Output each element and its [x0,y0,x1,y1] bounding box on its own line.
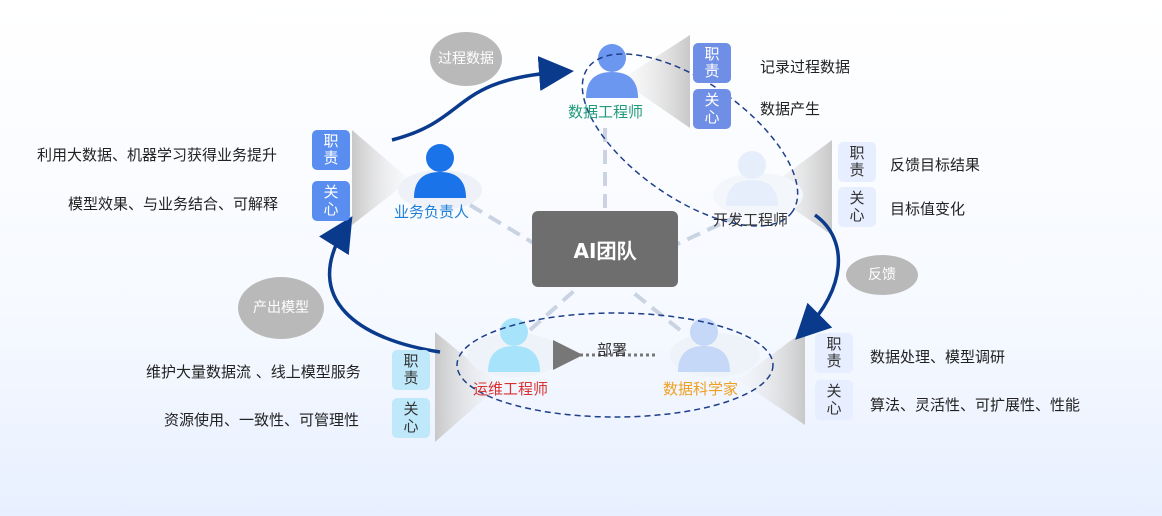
business-role-name: 业务负责人 [394,203,470,221]
business-cone [352,130,410,225]
feedback-arrow [795,213,841,340]
dev-engineer-concern-tag: 关心 [838,187,876,227]
business-concern-text: 模型效果、与业务结合、可解释 [68,195,279,213]
data-scientist-cone [738,330,805,425]
ops-engineer-cone [435,332,500,442]
business-duty-tag: 职责 [312,130,350,170]
ops-engineer-concern-tag: 关心 [392,398,430,438]
dev-engineer-avatar [726,151,778,206]
ops-engineer-avatar [488,318,540,372]
data-engineer-avatar [586,44,638,98]
business-duty-text: 利用大数据、机器学习获得业务提升 [37,146,278,164]
feedback-bubble: 反馈 [846,255,918,295]
dev-engineer-concern-text: 目标值变化 [890,200,966,218]
data-scientist-role-name: 数据科学家 [663,380,739,398]
data-scientist-concern-text: 算法、灵活性、可扩展性、性能 [870,396,1081,414]
data-engineer-duty-tag: 职责 [693,43,731,83]
process-data-bubble: 过程数据 [430,32,502,86]
ops-engineer-role-name: 运维工程师 [473,380,549,398]
ops-engineer-duty-tag: 职责 [392,350,430,390]
data-engineer-concern-tag: 关心 [693,89,731,129]
data-engineer-duty-text: 记录过程数据 [760,58,851,76]
data-scientist-duty-tag: 职责 [815,333,853,373]
ops-engineer-duty-text: 维护大量数据流 、线上模型服务 [146,363,361,381]
data-engineer-cone [620,35,690,128]
dev-engineer-duty-tag: 职责 [838,142,876,182]
data-scientist-duty-text: 数据处理、模型调研 [870,348,1006,366]
data-engineer-role-name: 数据工程师 [568,103,644,121]
business-avatar [414,144,466,198]
ops-engineer-concern-text: 资源使用、一致性、可管理性 [164,411,360,429]
process-data-arrow [391,56,574,142]
business-concern-tag: 关心 [312,181,350,221]
deploy-label: 部署 [597,341,628,359]
dev-engineer-duty-text: 反馈目标结果 [890,156,981,174]
data-scientist-avatar [678,318,730,372]
data-engineer-concern-text: 数据产生 [760,100,821,118]
output-model-bubble: 产出模型 [238,277,324,339]
output-model-arrow [319,216,441,354]
dev-engineer-role-name: 开发工程师 [713,211,789,229]
ai-team-box: AI团队 [532,211,678,287]
data-scientist-concern-tag: 关心 [815,380,853,420]
ops-scientist-group-ellipse [456,312,774,418]
